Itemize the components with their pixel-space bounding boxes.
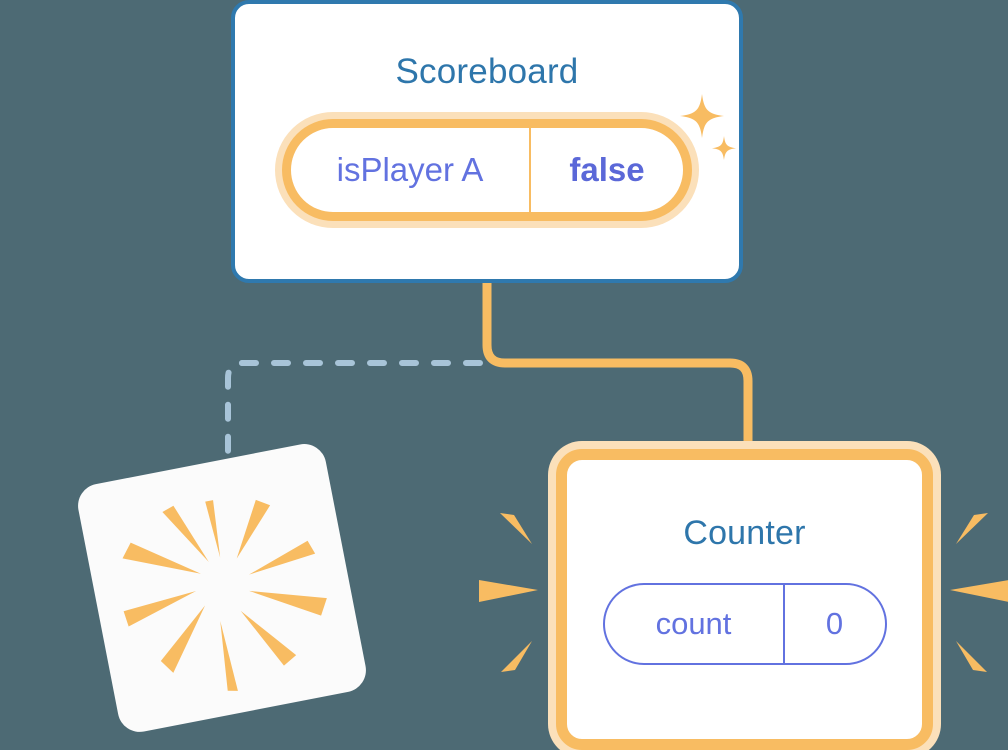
burst-icon [122, 499, 327, 691]
scoreboard-state-key: isPlayer A [336, 151, 484, 188]
scoreboard-state-value: false [569, 151, 645, 188]
pill-divider [782, 585, 785, 663]
connector-scoreboard-to-counter [482, 283, 753, 462]
sparkle-icon [680, 94, 736, 160]
counter-pill-row: count 0 [567, 553, 922, 665]
pill-divider [529, 128, 531, 212]
scoreboard-state-pill[interactable]: isPlayer A false [282, 119, 692, 221]
counter-state-value: 0 [825, 606, 844, 641]
counter-burst-left-icon [479, 513, 538, 672]
counter-card[interactable]: Counter count 0 [556, 449, 933, 750]
counter-card-title: Counter [683, 514, 806, 552]
scoreboard-card-title: Scoreboard [395, 52, 579, 91]
scoreboard-card[interactable]: Scoreboard isPlayer A false [231, 0, 743, 283]
counter-state-key: count [655, 606, 732, 641]
blank-card[interactable] [74, 440, 370, 736]
scoreboard-pill-row: isPlayer A false [235, 92, 739, 221]
counter-state-pill[interactable]: count 0 [602, 583, 887, 665]
counter-burst-right-icon [950, 513, 1008, 672]
